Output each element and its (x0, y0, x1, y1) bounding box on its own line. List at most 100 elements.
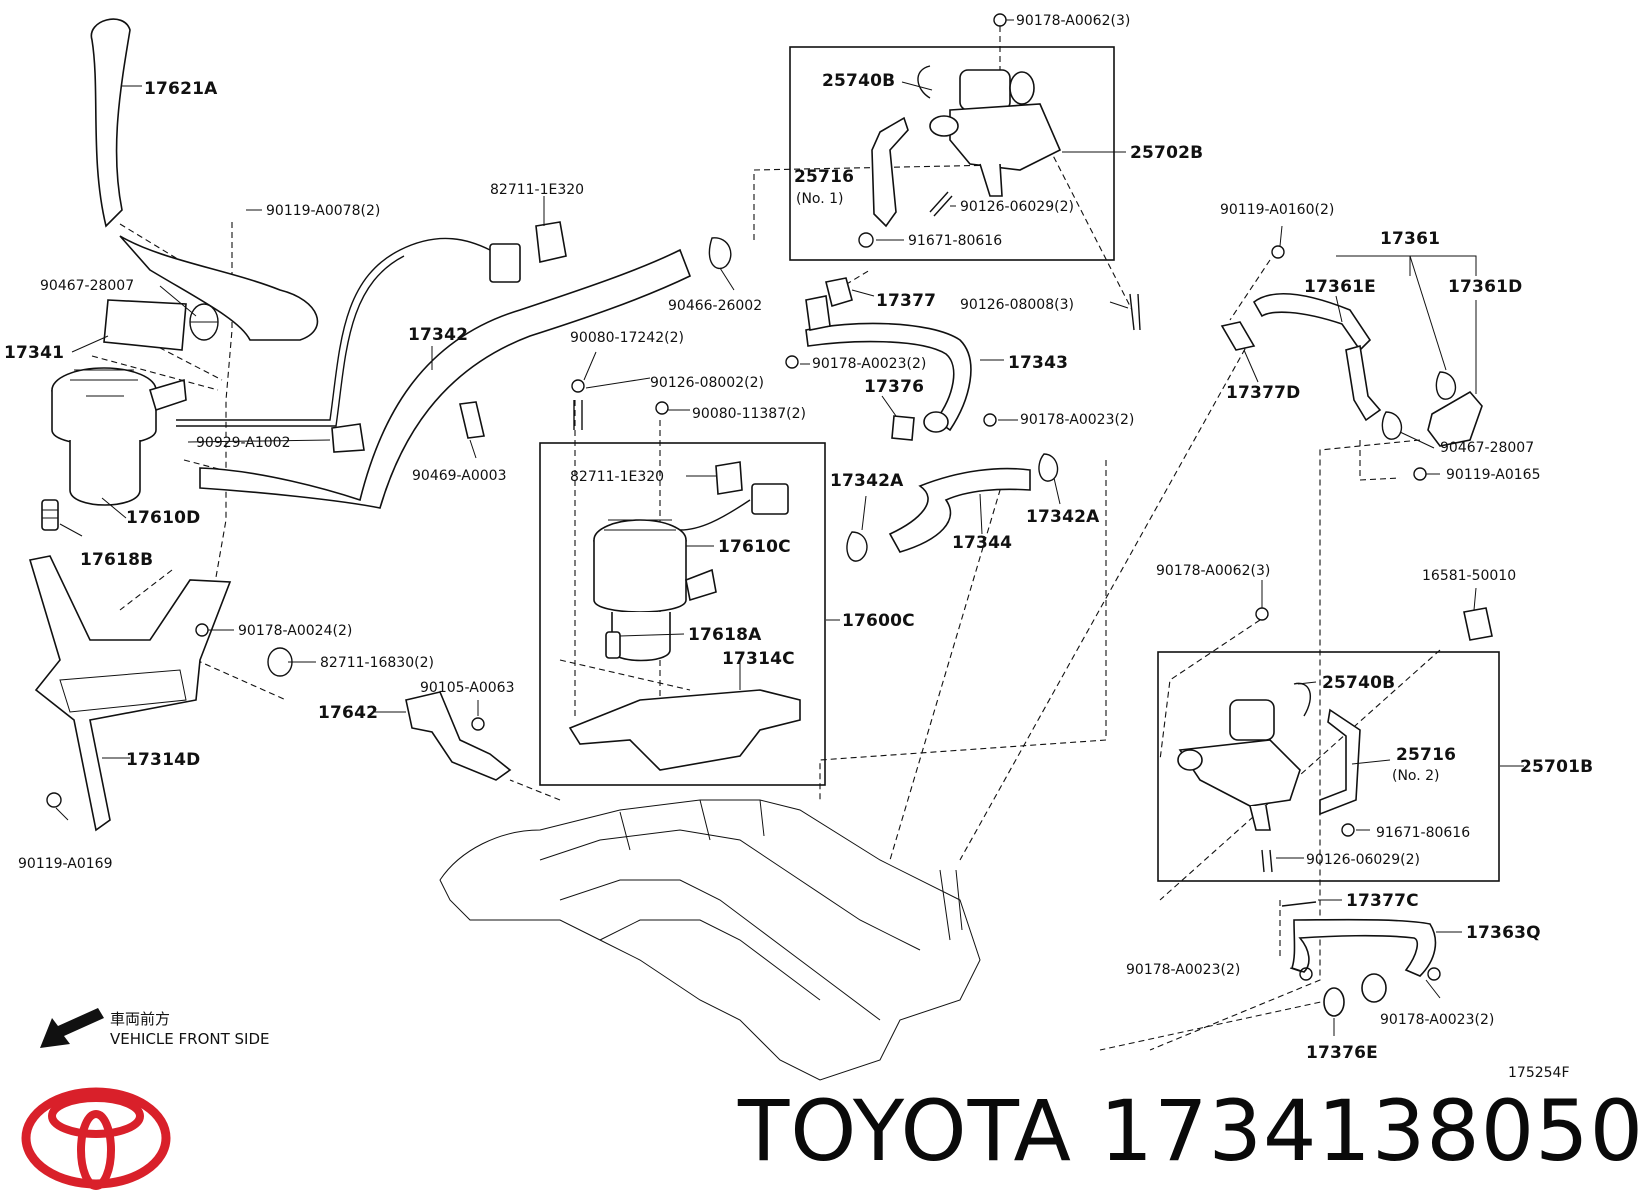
stud-90126-08008 (1129, 293, 1141, 331)
clamp-17342A-left (846, 531, 868, 562)
stud-90126-08002 (573, 400, 583, 430)
nut-90178-A0062-top (993, 13, 1007, 27)
nut-90178-A0023-b (983, 413, 997, 427)
clamp-90467-28007-right (1381, 411, 1403, 440)
hose-25740B-bottom (1293, 682, 1312, 717)
label-17361E: 17361E (1304, 277, 1376, 297)
air-pump-17610C (593, 519, 717, 662)
flange-17377 (805, 295, 831, 331)
label-90178-A0023-a: 90178-A0023(2) (812, 356, 926, 372)
connector-82711-1E320-top (489, 243, 521, 283)
label-90178-A0023-d: 90178-A0023(2) (1380, 1012, 1494, 1028)
label-17361: 17361 (1380, 229, 1440, 249)
label-17344: 17344 (952, 533, 1012, 553)
clip-90469-A0003 (459, 401, 485, 439)
label-25716-no1-note: (No. 1) (796, 191, 844, 207)
label-17342: 17342 (408, 325, 468, 345)
hose-17341 (103, 299, 187, 351)
label-17618B: 17618B (80, 550, 153, 570)
nut-90178-A0023-d (1427, 967, 1441, 981)
stud-90126-06029-bottom (1261, 849, 1273, 873)
gasket-17376E (1323, 987, 1345, 1017)
front-arrow-icon (40, 1008, 104, 1048)
wire-harness-pump (679, 499, 751, 531)
label-90119-A0169: 90119-A0169 (18, 856, 113, 872)
label-17343: 17343 (1008, 353, 1068, 373)
toyota-logo (21, 1087, 171, 1190)
gasket-17377C (1281, 901, 1317, 907)
clamp-17361 (1435, 371, 1457, 400)
label-17642: 17642 (318, 703, 378, 723)
bolt-90105-A0063 (471, 717, 485, 731)
label-91671-80616-bottom: 91671-80616 (1376, 825, 1470, 841)
assembly-box-25701B (1157, 651, 1500, 882)
label-25740B-bottom: 25740B (1322, 673, 1395, 693)
wire-harness-left (175, 237, 491, 421)
label-25716-no2-note: (No. 2) (1392, 768, 1440, 784)
bracket-17314C (568, 689, 801, 771)
parts-diagram: 17621A 90119-A0078(2) 82711-1E320 90467-… (4, 13, 1593, 1190)
label-17342A-left: 17342A (830, 471, 904, 491)
label-17363Q: 17363Q (1466, 923, 1541, 943)
label-91671-80616-top: 91671-80616 (908, 233, 1002, 249)
label-17361D: 17361D (1448, 277, 1522, 297)
brand-part-number-caption: TOYOTA 1734138050 (738, 1082, 1644, 1180)
label-82711-1E320-pump: 82711-1E320 (570, 469, 664, 485)
label-25716-no1: 25716 (794, 167, 854, 187)
bolt-91671-80616-top (858, 232, 874, 248)
clamp-90467-28007-left (189, 303, 219, 341)
engine-block (439, 799, 981, 1081)
vehicle-front-indicator: 車両前方 VEHICLE FRONT SIDE (40, 1008, 270, 1048)
label-17376E: 17376E (1306, 1043, 1378, 1063)
label-25702B: 25702B (1130, 143, 1203, 163)
label-17314C: 17314C (722, 649, 795, 669)
nut-90178-A0062-mid (1255, 607, 1269, 621)
assembly-box-17600C (539, 442, 826, 786)
label-90126-08008: 90126-08008(3) (960, 297, 1074, 313)
label-90178-A0062-mid: 90178-A0062(3) (1156, 563, 1270, 579)
clip-82711-1E320-top (535, 221, 567, 263)
label-82711-1E320-top: 82711-1E320 (490, 182, 584, 198)
hose-17342 (199, 248, 692, 509)
bolt-90119-A0160 (1271, 245, 1285, 259)
flange-17363Q (1361, 973, 1387, 1003)
bolt-90119-A0169 (46, 792, 62, 808)
part-labels: 17621A 90119-A0078(2) 82711-1E320 90467-… (4, 13, 1593, 1063)
label-25701B: 25701B (1520, 757, 1593, 777)
label-90929-A1002: 90929-A1002 (196, 435, 291, 451)
diagram-reference-code: 175254F (1508, 1065, 1570, 1081)
bracket-17314D (28, 555, 232, 832)
label-25740B-top: 25740B (822, 71, 895, 91)
label-90466-26002: 90466-26002 (668, 298, 762, 314)
clamp-90466-26002 (708, 237, 732, 270)
label-90469-A0003: 90469-A0003 (412, 468, 507, 484)
gasket-17377D (1220, 321, 1256, 351)
label-17377D: 17377D (1226, 383, 1300, 403)
label-90126-06029-bottom: 90126-06029(2) (1306, 852, 1420, 868)
leader-lines (55, 19, 1524, 1036)
direction-japanese: 車両前方 (110, 1010, 170, 1028)
assembly-box-25702B (789, 46, 1115, 261)
bracket-17642 (405, 691, 512, 781)
pipe-17361E (1252, 293, 1382, 422)
valve-25702B (929, 69, 1062, 197)
label-17610D: 17610D (126, 508, 200, 528)
label-90467-28007-right: 90467-28007 (1440, 440, 1534, 456)
stud-90126-06029-top (929, 191, 953, 217)
bolt-91671-80616-bottom (1341, 823, 1355, 837)
label-17342A-right: 17342A (1026, 507, 1100, 527)
label-17376: 17376 (864, 377, 924, 397)
label-90126-06029-top: 90126-06029(2) (960, 199, 1074, 215)
air-pump-17610D (51, 367, 187, 506)
label-90080-17242: 90080-17242(2) (570, 330, 684, 346)
nut-90080-17242 (571, 379, 585, 393)
label-90126-08002: 90126-08002(2) (650, 375, 764, 391)
hose-17344 (888, 467, 1031, 553)
bolt-90080-11387 (655, 401, 669, 415)
connector-17618B (41, 499, 59, 531)
valve-25701B (1177, 699, 1301, 831)
label-90178-A0023-b: 90178-A0023(2) (1020, 412, 1134, 428)
label-16581-50010: 16581-50010 (1422, 568, 1516, 584)
bolt-90119-A0165 (1413, 467, 1427, 481)
label-17377C: 17377C (1346, 891, 1419, 911)
